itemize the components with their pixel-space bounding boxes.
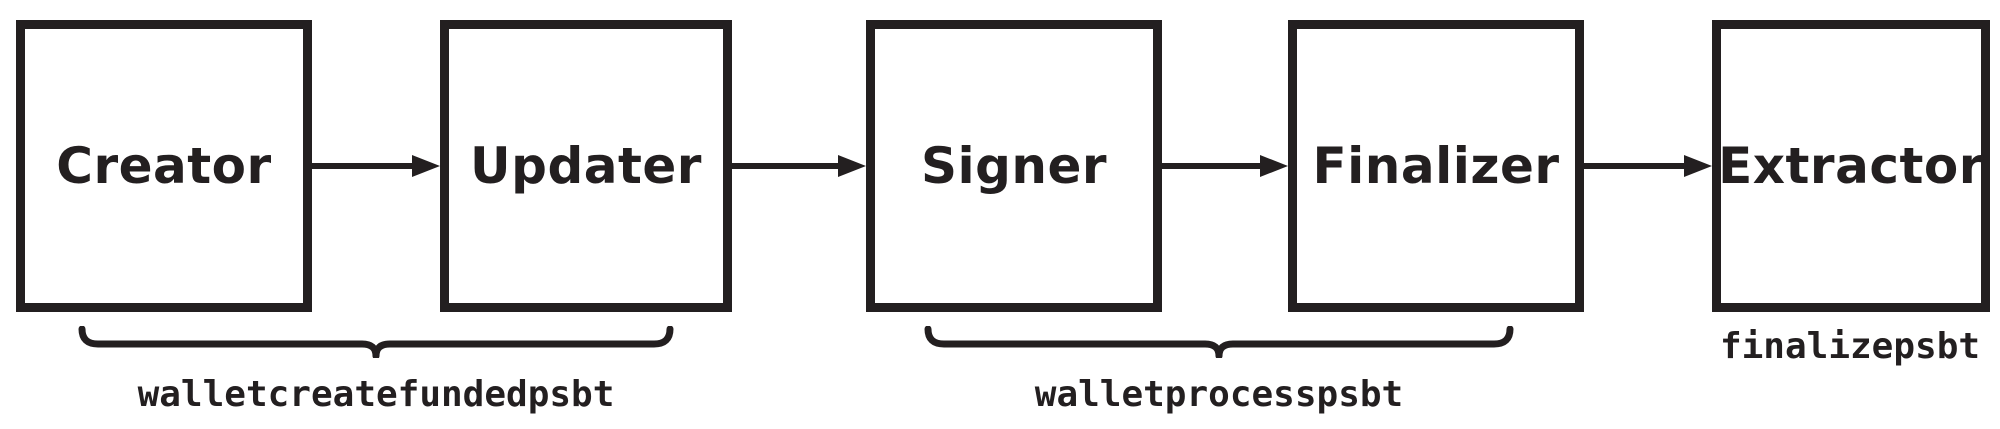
- box-finalizer-label: Finalizer: [1312, 137, 1560, 195]
- underbrace-walletprocesspsbt-icon: [924, 326, 1514, 358]
- box-updater-label: Updater: [470, 137, 702, 195]
- box-extractor-label: Extractor: [1718, 137, 1984, 195]
- box-signer: Signer: [866, 20, 1162, 312]
- box-creator: Creator: [16, 20, 312, 312]
- box-creator-label: Creator: [56, 137, 272, 195]
- underbrace-walletcreatefundedpsbt-icon: [78, 326, 674, 358]
- arrow-creator-to-updater-icon: [312, 155, 440, 177]
- box-finalizer: Finalizer: [1288, 20, 1584, 312]
- box-signer-label: Signer: [920, 137, 1108, 195]
- arrow-finalizer-to-extractor-icon: [1584, 155, 1712, 177]
- rpc-label-finalizepsbt: finalizepsbt: [1719, 326, 1981, 367]
- rpc-label-walletprocesspsbt: walletprocesspsbt: [1034, 374, 1404, 415]
- box-updater: Updater: [440, 20, 732, 312]
- box-extractor: Extractor: [1712, 20, 1990, 312]
- arrow-updater-to-signer-icon: [732, 155, 866, 177]
- arrow-signer-to-finalizer-icon: [1162, 155, 1288, 177]
- rpc-label-walletcreatefundedpsbt: walletcreatefundedpsbt: [137, 374, 615, 415]
